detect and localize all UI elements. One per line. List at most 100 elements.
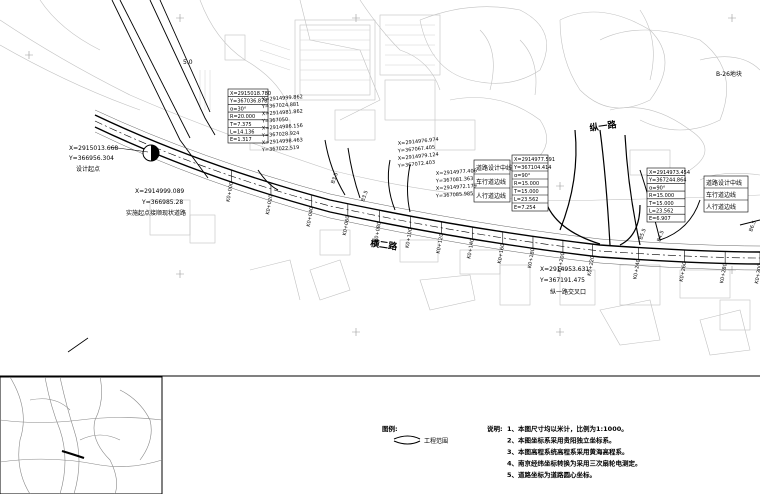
curve-table-3-row: R=15.000	[649, 193, 674, 199]
junction-label: 纵一路交叉口	[550, 288, 586, 296]
main-road	[94, 109, 760, 271]
curve-point-1-row: X=2914999.862	[262, 94, 303, 103]
curve-table-2-row: α=90°	[514, 173, 531, 179]
curve-point-2-row: X=2914976.974	[398, 137, 439, 147]
branch-tag: B4.5	[656, 230, 666, 243]
curve-table-1-row: R=20.000	[230, 114, 255, 120]
curve-point-3-row: Y=367085.985	[435, 191, 474, 200]
curve-points-2: X=2914976.974Y=367067.405X=2914979.124Y=…	[397, 137, 439, 170]
junction-y: Y=367191.475	[539, 277, 585, 284]
sidewalk-label: 道路设计中线	[706, 179, 742, 187]
sidewalk-label: 人行道边线	[706, 203, 736, 211]
station-label: K0+140	[466, 238, 475, 259]
curve-table-2-row: T=15.000	[513, 189, 539, 195]
station-label: K0+060	[342, 215, 351, 236]
station-label: K0+040	[306, 206, 315, 227]
curve-table-3-row: T=15.000	[648, 201, 674, 207]
start-y: Y=366956.304	[68, 155, 114, 162]
curve-table-3-box	[646, 167, 686, 223]
branch-tag: B6.5	[748, 220, 758, 233]
sidewalk-label: 车行道边线	[706, 191, 736, 199]
station-label: K0+100	[405, 228, 414, 249]
curve-table-2-row: R=15.000	[514, 181, 539, 187]
curve-point-2-row: Y=367067.405	[397, 145, 436, 155]
curve-point-2-row: Y=367072.403	[397, 160, 436, 170]
station-label: K0+260	[679, 261, 688, 282]
cross-road	[544, 129, 641, 246]
top-label: 5.0	[183, 59, 193, 66]
station-ticks	[231, 170, 760, 264]
branch-tag: B3.5	[360, 190, 370, 203]
sidewalk-label: 车行道边线	[476, 178, 506, 186]
sidewalk-label-boxes	[473, 159, 749, 213]
link-x: X=2914999.089	[135, 188, 184, 195]
legend-title: 图例:	[382, 424, 398, 433]
curve-table-3-row: L=23.562	[649, 209, 673, 215]
key-map	[0, 376, 163, 494]
curve-table-1-row: X=2915018.780	[230, 91, 271, 97]
station-label: K0+280	[719, 263, 728, 284]
curve-point-1-row: X=2914981.862	[262, 109, 303, 118]
curve-point-1-row: Y=367022.519	[261, 145, 300, 154]
note-item: 4、南京经纬坐标转换为采用三次扇轮电测定。	[507, 459, 642, 468]
background-crosses	[25, 14, 736, 336]
station-label: K0+220	[587, 256, 596, 277]
curve-table-1-row: α=30°	[230, 106, 247, 112]
start-label: 设计起点	[76, 165, 100, 173]
curve-point-3-row: X=2914972.179	[436, 183, 477, 192]
curve-table-1-row: L=14.136	[230, 130, 254, 136]
curve-point-1-row: Y=367024.881	[261, 102, 300, 111]
curve-table-3-row: E=6.907	[649, 216, 671, 222]
side-branches	[257, 139, 760, 241]
curve-table-1-row: Y=367036.878	[229, 99, 267, 105]
note-item: 5、道路坐标为道路圆心坐标。	[507, 470, 596, 479]
station-label: K0+120	[436, 233, 445, 254]
text-layer: 5.0 B-26地块 X=2915013.668 Y=366956.304 设计…	[68, 59, 760, 479]
curve-table-1-row: T=7.375	[229, 122, 252, 128]
notes-list: 1、本图尺寸均以米计，比例为1:1000。2、本图坐标系采用贵阳独立坐标系。3、…	[507, 424, 642, 479]
curve-point-1-row: Y=367050	[261, 117, 289, 125]
curve-table-3-row: Y=367244.864	[648, 178, 686, 184]
curve-points-3: X=2914977.406Y=367081.363X=2914972.179Y=…	[435, 168, 477, 199]
curve-table-3-row: α=90°	[649, 185, 666, 191]
sidewalk-label: 人行道边线	[476, 192, 506, 200]
sidewalk-label: 道路设计中线	[476, 164, 512, 172]
top-right-label: B-26地块	[716, 70, 742, 78]
station-label: K0+160	[497, 243, 506, 264]
branch-tag: B5.5	[638, 228, 648, 241]
curve-table-2-box	[511, 154, 549, 212]
station-label: K0+240	[632, 259, 641, 280]
station-label: K0+200	[557, 252, 566, 273]
station-label: K0+080	[373, 222, 382, 243]
main-road-name: 横二路	[370, 237, 399, 253]
project-location-mark	[61, 449, 85, 460]
notes-title: 说明:	[487, 424, 503, 433]
link-label: 实施起点接顺现状道路	[126, 209, 186, 217]
curve-points-1: X=2914999.862Y=367024.881X=2914981.862Y=…	[261, 94, 303, 153]
junction-x: X=2914953.631	[540, 266, 589, 273]
curve-point-1-row: X=2914998.463	[262, 137, 303, 146]
start-point-marker	[109, 144, 160, 162]
legend-symbol	[393, 435, 421, 445]
station-label: K0+300	[754, 263, 760, 284]
curve-table-1-box	[227, 88, 269, 144]
curve-table-2-row: X=2914977.591	[514, 157, 555, 163]
link-y: Y=366985.28	[141, 199, 183, 206]
legend-item: 工程范围	[424, 437, 448, 445]
station-label: K0+000	[226, 182, 235, 203]
curve-point-3-row: Y=367081.363	[435, 176, 474, 185]
curve-table-2-row: Y=367104.414	[513, 165, 551, 171]
curve-table-3-row: X=2914973.454	[649, 170, 690, 176]
note-item: 3、本图高程系统高程系采用黄海高程系。	[507, 447, 629, 456]
curve-table-2-row: L=23.562	[514, 197, 538, 203]
station-label: K0+020	[265, 194, 274, 215]
start-x: X=2915013.668	[69, 145, 118, 152]
